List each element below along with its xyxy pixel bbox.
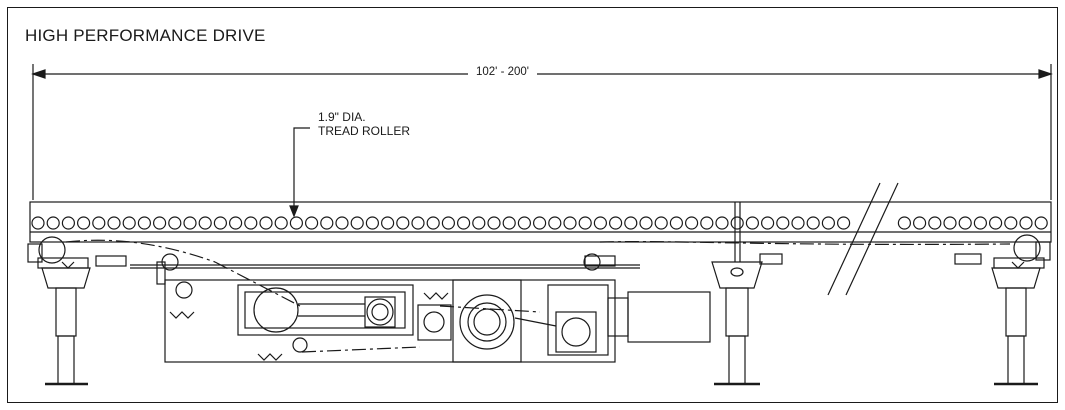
overall-dimension-line bbox=[31, 64, 1053, 200]
tread-roller bbox=[365, 216, 379, 230]
conveyor-bed bbox=[29, 201, 1052, 262]
tread-roller bbox=[821, 216, 836, 230]
tread-roller bbox=[608, 216, 623, 230]
tread-roller bbox=[183, 216, 197, 230]
tread-roller bbox=[745, 216, 760, 230]
tread-roller bbox=[350, 216, 364, 230]
tread-roller bbox=[396, 216, 410, 230]
tread-roller bbox=[320, 216, 334, 230]
tread-roller bbox=[335, 216, 349, 230]
tread-roller-leader bbox=[289, 127, 310, 218]
chevron-marks bbox=[169, 292, 449, 361]
drawing-title: HIGH PERFORMANCE DRIVE bbox=[25, 26, 266, 45]
right-support-leg bbox=[991, 267, 1041, 386]
tread-roller bbox=[502, 216, 516, 230]
tread-roller bbox=[274, 216, 288, 230]
take-up-carriage bbox=[237, 284, 414, 336]
tread-roller bbox=[426, 216, 440, 230]
overall-length-dimension: 102' - 200' bbox=[468, 66, 537, 78]
tread-roller bbox=[684, 216, 699, 230]
tread-roller bbox=[624, 216, 638, 230]
tread-roller bbox=[639, 216, 653, 230]
tread-roller bbox=[548, 216, 562, 230]
tread-roller bbox=[593, 216, 608, 230]
tread-roller bbox=[289, 216, 303, 230]
drive-pulley-housing bbox=[417, 279, 522, 363]
tread-roller bbox=[806, 216, 820, 230]
tread-roller bbox=[168, 216, 182, 230]
callout-line-1: 1.9" DIA. bbox=[318, 110, 366, 124]
tread-roller bbox=[411, 216, 425, 230]
tread-roller bbox=[153, 216, 167, 230]
tread-roller bbox=[305, 216, 319, 230]
tread-roller bbox=[578, 216, 592, 230]
break-lines bbox=[827, 182, 899, 296]
tread-roller bbox=[760, 216, 775, 230]
tread-roller bbox=[229, 216, 243, 230]
tread-roller bbox=[973, 216, 988, 230]
tread-roller bbox=[381, 216, 395, 230]
tread-roller bbox=[76, 216, 91, 230]
tread-roller-row bbox=[31, 216, 1048, 230]
tread-roller bbox=[776, 216, 790, 230]
tread-roller bbox=[1004, 216, 1018, 230]
gearbox-motor bbox=[514, 284, 711, 356]
tread-roller bbox=[715, 216, 729, 230]
tread-roller bbox=[487, 216, 501, 230]
tread-roller bbox=[791, 216, 805, 230]
tread-roller bbox=[107, 216, 121, 230]
tread-roller bbox=[517, 216, 532, 230]
tread-roller bbox=[654, 216, 668, 230]
tread-roller bbox=[472, 216, 486, 230]
tread-roller bbox=[31, 216, 45, 230]
tread-roller bbox=[563, 216, 577, 230]
tread-roller bbox=[897, 216, 912, 230]
tread-roller bbox=[928, 216, 942, 230]
tread-roller bbox=[61, 216, 76, 230]
tread-roller bbox=[1019, 216, 1033, 230]
callout-line-2: TREAD ROLLER bbox=[318, 124, 411, 138]
tread-roller bbox=[122, 216, 136, 230]
tread-roller bbox=[836, 216, 851, 230]
drive-underframe bbox=[95, 255, 640, 363]
tread-roller bbox=[92, 216, 106, 230]
belt-return-path bbox=[65, 239, 1011, 353]
tread-roller bbox=[730, 216, 744, 230]
tread-roller bbox=[213, 216, 227, 230]
tread-roller bbox=[988, 216, 1003, 230]
snub-pulleys bbox=[161, 253, 601, 353]
tread-roller bbox=[244, 216, 258, 230]
middle-support-leg bbox=[711, 253, 783, 386]
right-end-pulley bbox=[954, 234, 1051, 269]
tread-roller bbox=[457, 216, 471, 230]
tread-roller bbox=[198, 216, 212, 230]
tread-roller bbox=[46, 216, 60, 230]
tread-roller bbox=[137, 216, 151, 230]
left-support-leg bbox=[41, 267, 91, 386]
tread-roller bbox=[700, 216, 714, 230]
tread-roller bbox=[532, 216, 547, 230]
tread-roller bbox=[259, 216, 273, 230]
tread-roller bbox=[441, 216, 455, 230]
tread-roller bbox=[958, 216, 972, 230]
tread-roller bbox=[1034, 216, 1048, 230]
tread-roller bbox=[943, 216, 957, 230]
tread-roller-callout: 1.9" DIA. TREAD ROLLER bbox=[318, 110, 410, 138]
tread-roller bbox=[912, 216, 927, 230]
tread-roller bbox=[669, 216, 684, 230]
